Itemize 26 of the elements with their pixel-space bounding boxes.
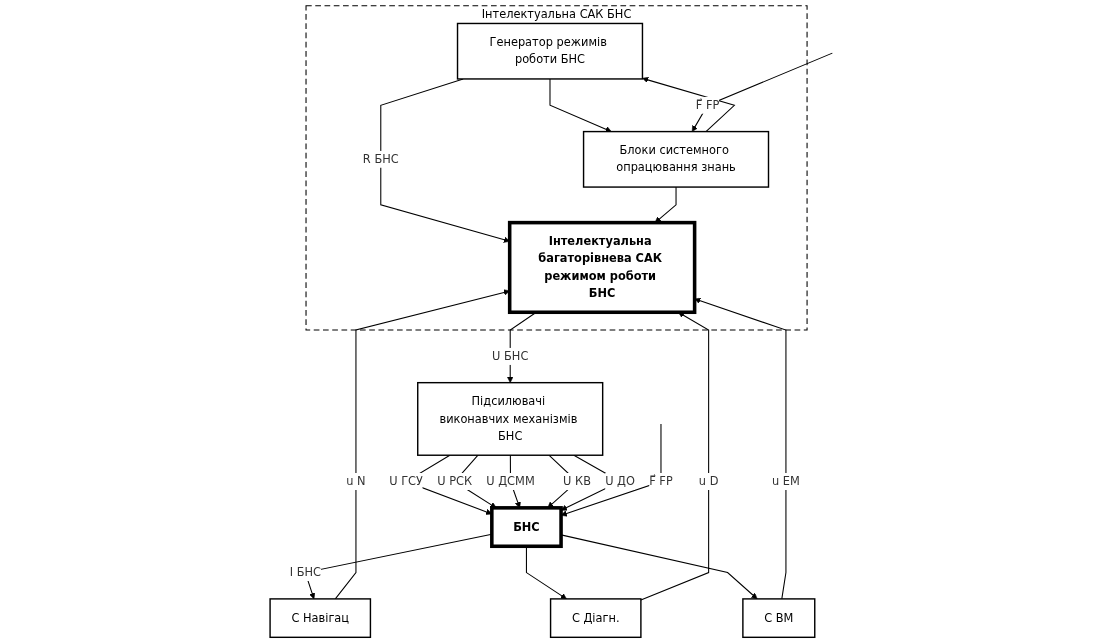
arrow <box>654 186 677 223</box>
node-box: БНС <box>490 506 563 549</box>
edge-label: U КВ <box>563 474 591 488</box>
arrow <box>549 78 612 133</box>
edge-label: I БНС <box>289 565 321 579</box>
node-box: Інтелектуальна багаторівнева САК режимом роботи БНС <box>507 220 697 315</box>
edge-label: U БНС <box>492 349 529 363</box>
edge-label: u D <box>698 474 719 488</box>
edge-label: U ДСММ <box>486 474 535 488</box>
edge-label: R БНС <box>362 152 399 166</box>
node-box: С ВМ <box>742 598 816 638</box>
edge-label: F⃗ FP <box>695 98 720 112</box>
edge-label: F⃗ FP <box>649 474 673 488</box>
edge-label: u N <box>346 474 366 488</box>
arrow <box>560 423 662 517</box>
node-box: Блоки системного опрацювання знань <box>582 130 770 188</box>
edge-label: u EM <box>772 474 800 488</box>
node-box: Підсилювачі виконавчих механізмів БНС <box>417 381 604 456</box>
node-box: Генератор режимів роботи БНС <box>456 22 644 80</box>
arrow <box>642 76 736 133</box>
node-box: С Навігац <box>269 598 372 638</box>
edge-label: U РСК <box>437 474 473 488</box>
edge-label: U ДО <box>605 474 635 488</box>
arrow <box>691 52 833 132</box>
node-box: С Діагн. <box>549 598 642 638</box>
edge-label: U ГСУ <box>389 474 423 488</box>
